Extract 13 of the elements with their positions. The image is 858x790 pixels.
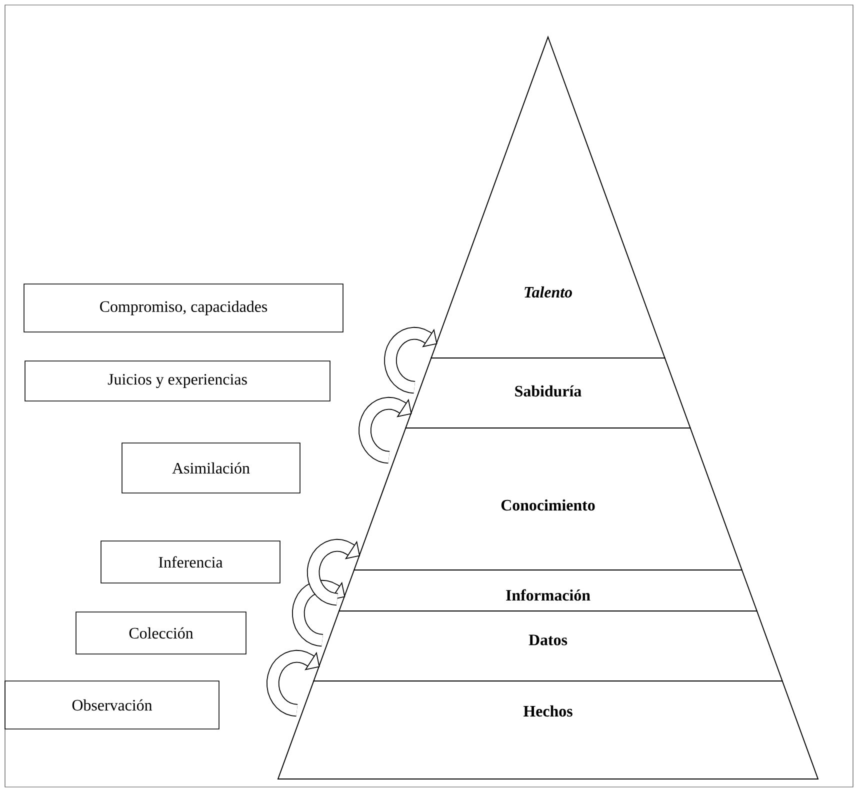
label-box: Compromiso, capacidades [24, 284, 344, 332]
label-box: Juicios y experiencias [24, 360, 330, 402]
pyramid-level: Sabiduría [405, 358, 692, 428]
pyramid-level: Datos [313, 610, 784, 682]
curved-arrow [292, 580, 346, 647]
curved-arrow [358, 396, 412, 464]
label-box: Asimilación [122, 442, 300, 494]
label-box: Inferencia [100, 540, 280, 584]
curved-arrow [266, 650, 320, 717]
label-box: Colección [76, 612, 246, 654]
curved-arrow [384, 326, 438, 394]
curved-arrow [306, 538, 360, 606]
label-box: Observación [4, 680, 220, 730]
